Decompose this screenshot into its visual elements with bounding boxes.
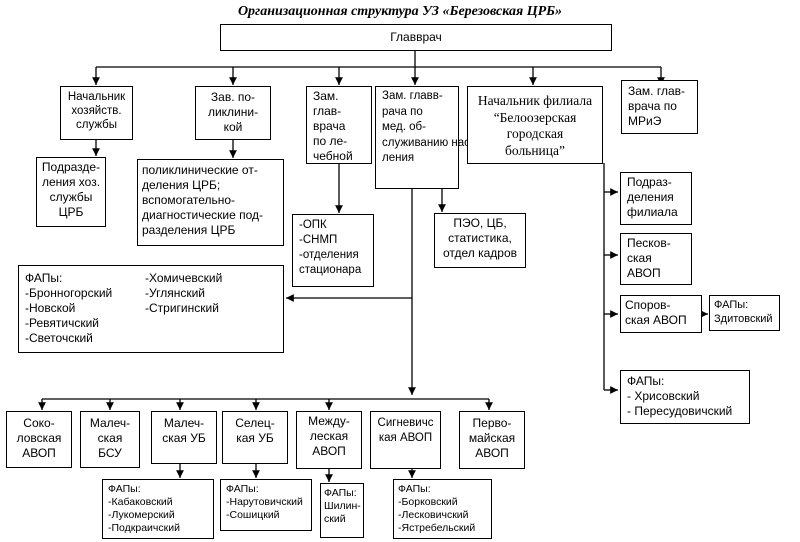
main-faps-left-list: ФАПы: -Бронногорский -Новской -Ревятичск… bbox=[25, 271, 113, 345]
polyclinic-departments-label: поликлинические от- деления ЦРБ; вспомог… bbox=[142, 163, 264, 237]
selec-ub-label: Селец- кая УБ bbox=[235, 416, 275, 445]
pervo-avop-label: Перво- майская АВОП bbox=[468, 416, 516, 460]
branch-subdivisions-label: Подраз- деления филиала bbox=[627, 175, 678, 219]
deputy-mrie-label: Зам. глав- врача по МРиЭ bbox=[628, 84, 685, 128]
peo-box: ПЭО, ЦБ, статистика, отдел кадров bbox=[434, 213, 526, 268]
mezhd-faps-label: ФАПы: Шилин- ский bbox=[324, 487, 361, 525]
polyclinic-head-label: Зав. по- ликлини- кой bbox=[207, 90, 259, 134]
main-faps-box: ФАПы: -Бронногорский -Новской -Ревятичск… bbox=[18, 265, 284, 353]
treatment-units-box: -ОПК -СНМП -отделения стационара bbox=[292, 214, 374, 287]
main-faps-right-list: -Хомичевский -Углянский -Стригинский bbox=[145, 271, 223, 315]
signev-faps-box: ФАПы: -Борковский -Лесковичский -Ястребе… bbox=[393, 479, 492, 539]
zditov-fap-label: ФАПы: Здитовский bbox=[714, 299, 773, 325]
sokol-avop-label: Соко- ловская АВОП bbox=[16, 416, 62, 460]
diagram-title: Организационная структура УЗ «Березовска… bbox=[237, 4, 563, 19]
malech-ub-label: Малеч- ская УБ bbox=[162, 416, 206, 445]
peskov-avop-label: Песков- ская АВОП bbox=[627, 236, 671, 280]
peo-label: ПЭО, ЦБ, статистика, отдел кадров bbox=[442, 216, 518, 260]
malech-faps-label: ФАПы: -Кабаковский -Лукомерский -Подкраи… bbox=[108, 483, 180, 534]
branch-faps-box: ФАПы: - Хрисовский - Пересудовичский bbox=[620, 370, 750, 424]
signev-faps-label: ФАПы: -Борковский -Лесковичский -Ястребе… bbox=[398, 483, 476, 534]
chief-doctor-label: Главврач bbox=[390, 30, 442, 44]
zditov-fap-box: ФАПы: Здитовский bbox=[709, 295, 780, 331]
malech-bsu-box: Малеч- ская БСУ bbox=[80, 411, 140, 468]
polyclinic-departments-box: поликлинические от- деления ЦРБ; вспомог… bbox=[137, 159, 284, 246]
selec-faps-box: ФАПы: -Нарутовичский -Сошицкий bbox=[220, 479, 312, 531]
branch-faps-label: ФАПы: - Хрисовский - Пересудовичский bbox=[627, 374, 733, 418]
sporov-avop-box: Споров- ская АВОП bbox=[620, 295, 702, 333]
mezhd-faps-box: ФАПы: Шилин- ский bbox=[320, 483, 364, 538]
chief-doctor-box: Главврач bbox=[220, 24, 612, 51]
hoz-service-head-box: Начальник хозяйств. службы bbox=[60, 86, 133, 140]
deputy-medical-service-box: Зам. главв- рача по мед. об- служиванию … bbox=[375, 86, 481, 189]
mezhd-avop-box: Между- леская АВОП bbox=[296, 411, 362, 469]
malech-faps-box: ФАПы: -Кабаковский -Лукомерский -Подкраи… bbox=[102, 479, 214, 539]
branch-head-box: Начальник филиала “Белоозерская городска… bbox=[467, 86, 603, 164]
pervo-avop-box: Перво- майская АВОП bbox=[459, 411, 525, 469]
signev-avop-box: Сигневичс кая АВОП bbox=[370, 411, 441, 469]
peskov-avop-box: Песков- ская АВОП bbox=[620, 233, 692, 285]
malech-bsu-label: Малеч- ская БСУ bbox=[89, 416, 131, 460]
deputy-medical-service-label: Зам. главв- рача по мед. об- служиванию … bbox=[382, 90, 481, 164]
deputy-mrie-box: Зам. глав- врача по МРиЭ bbox=[621, 80, 698, 134]
treatment-units-label: -ОПК -СНМП -отделения стационара bbox=[299, 219, 362, 276]
sporov-avop-label: Споров- ская АВОП bbox=[625, 298, 687, 327]
hoz-service-head-label: Начальник хозяйств. службы bbox=[67, 91, 126, 131]
malech-ub-box: Малеч- ская УБ bbox=[151, 411, 217, 464]
deputy-treatment-label: Зам. глав- врача по ле- чебной bbox=[313, 89, 353, 163]
branch-head-label: Начальник филиала “Белоозерская городска… bbox=[477, 93, 593, 158]
selec-ub-box: Селец- кая УБ bbox=[222, 411, 288, 464]
selec-faps-label: ФАПы: -Нарутовичский -Сошицкий bbox=[226, 483, 303, 521]
signev-avop-label: Сигневичс кая АВОП bbox=[377, 417, 434, 444]
branch-subdivisions-box: Подраз- деления филиала bbox=[620, 172, 692, 225]
sokol-avop-box: Соко- ловская АВОП bbox=[6, 411, 72, 468]
polyclinic-head-box: Зав. по- ликлини- кой bbox=[195, 86, 271, 140]
deputy-treatment-box: Зам. глав- врача по ле- чебной bbox=[306, 86, 372, 164]
hoz-subdivisions-label: Подразде- ления хоз. службы ЦРБ bbox=[41, 160, 101, 219]
hoz-subdivisions-box: Подразде- ления хоз. службы ЦРБ bbox=[36, 157, 106, 227]
mezhd-avop-label: Между- леская АВОП bbox=[308, 414, 350, 458]
